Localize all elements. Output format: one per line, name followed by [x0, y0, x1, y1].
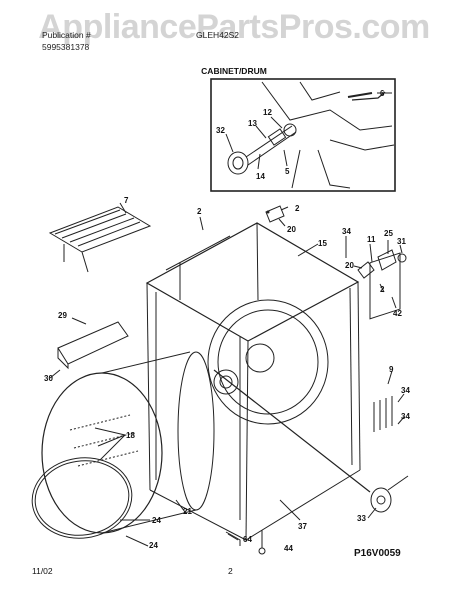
callout-42: 42: [393, 309, 402, 318]
callout-14: 14: [256, 172, 265, 181]
callout-64: 64: [243, 535, 252, 544]
callout-20-right: 20: [345, 261, 354, 270]
callout-9: 9: [389, 365, 394, 374]
watermark: AppliancePartsPros.com: [38, 8, 430, 46]
callout-29: 29: [58, 311, 67, 320]
callout-33: 33: [357, 514, 366, 523]
section-title: CABINET/DRUM: [201, 66, 267, 76]
callout-30: 30: [44, 374, 53, 383]
callout-2-left: 2: [197, 207, 202, 216]
callout-24-lower: 24: [149, 541, 158, 550]
callout-11: 11: [367, 235, 376, 244]
publication-number: 5995381378: [42, 42, 90, 52]
callout-15: 15: [318, 239, 327, 248]
callout-37: 37: [298, 522, 307, 531]
model-number: GLEH42S2: [196, 30, 239, 40]
callout-20-top: 20: [287, 225, 296, 234]
footer-date: 11/02: [32, 566, 53, 576]
diagram-code: P16V0059: [354, 548, 401, 559]
callout-7: 7: [124, 196, 129, 205]
callout-5: 5: [285, 167, 290, 176]
callout-25: 25: [384, 229, 393, 238]
callout-34-top: 34: [342, 227, 351, 236]
callout-2-top: 2: [295, 204, 300, 213]
inset-detail-box: [210, 78, 396, 192]
callout-44: 44: [284, 544, 293, 553]
page-number: 2: [228, 566, 233, 576]
callout-13: 13: [248, 119, 257, 128]
publication-label: Publication #: [42, 30, 91, 40]
callout-2-right: 2: [380, 285, 385, 294]
callout-labels: 6 12 13 32 14 5 7 2 2 20 15 34 11 25 31 …: [44, 89, 410, 553]
callout-31: 31: [397, 237, 406, 246]
callout-34-heater-bottom: 34: [401, 412, 410, 421]
callout-34-heater-top: 34: [401, 386, 410, 395]
callout-21: 21: [183, 507, 192, 516]
callout-12: 12: [263, 108, 272, 117]
callout-6: 6: [380, 89, 385, 98]
callout-24-upper: 24: [152, 516, 161, 525]
callout-32: 32: [216, 126, 225, 135]
callout-18: 18: [126, 431, 135, 440]
